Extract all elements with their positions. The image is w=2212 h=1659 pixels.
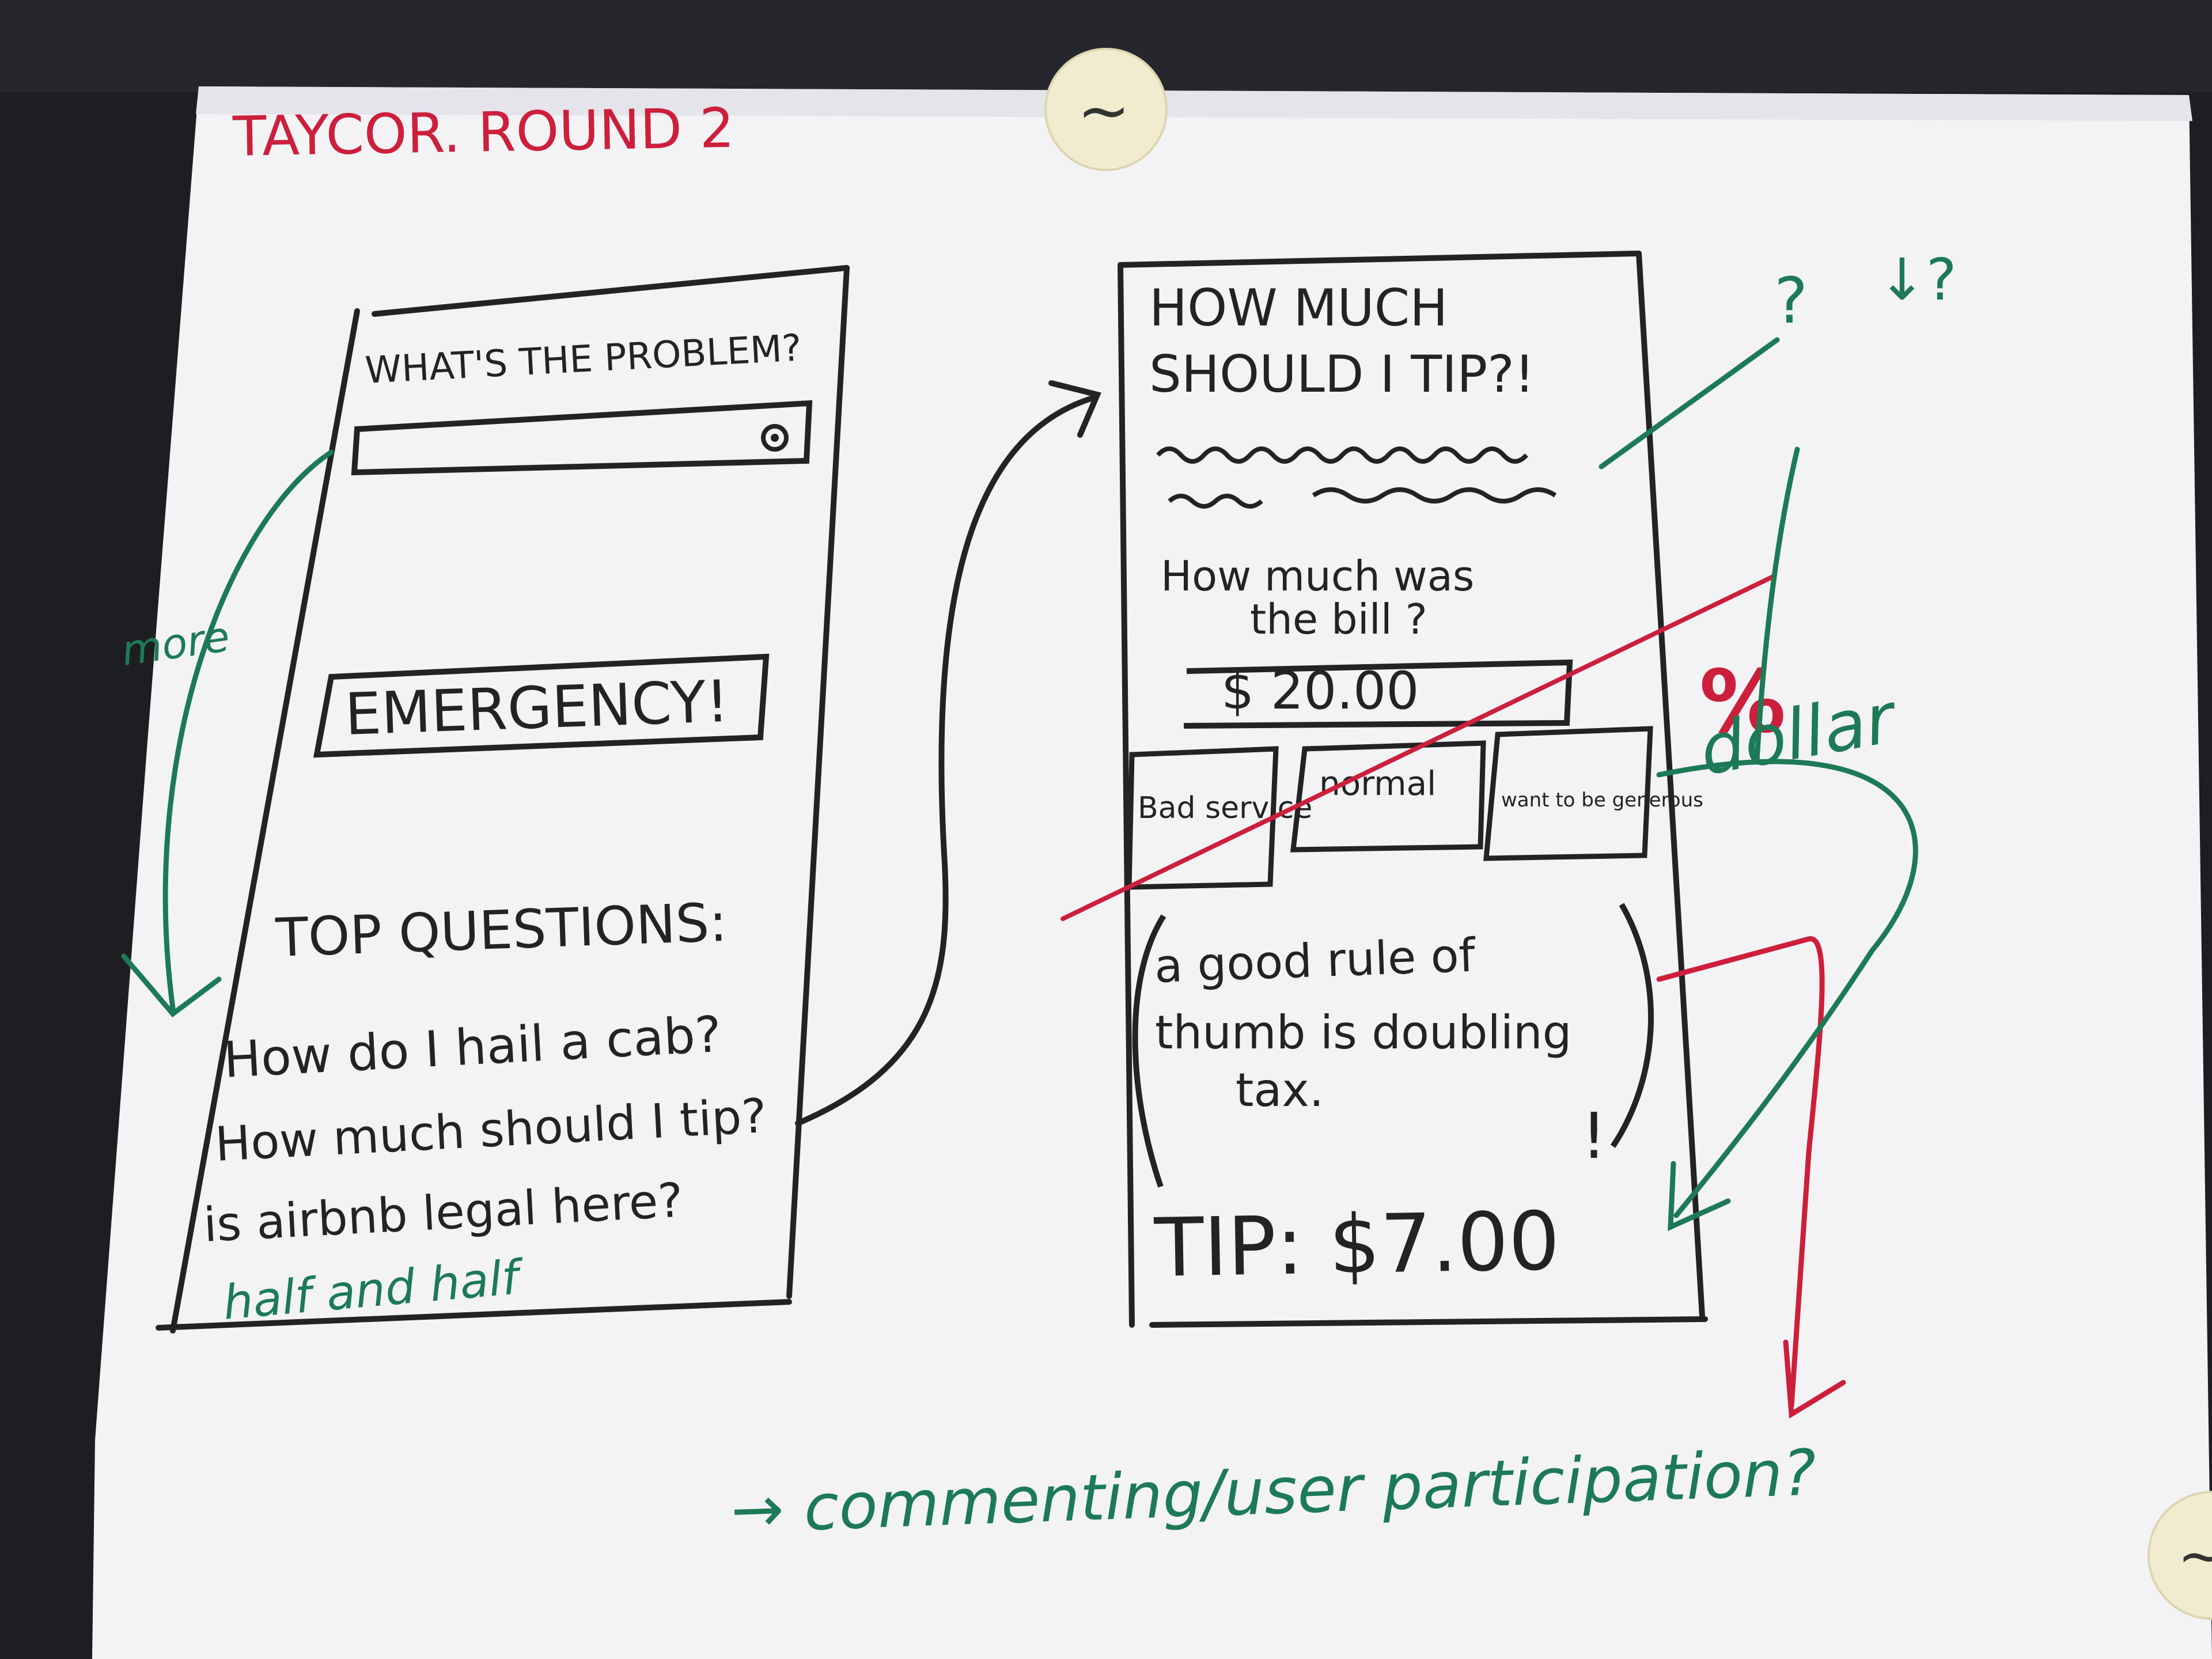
question-list: How do I hail a cab? How much should I t…: [202, 1006, 768, 1253]
bad-service-button[interactable]: Bad service: [1126, 746, 1312, 890]
rule-text-line1: a good rule of: [1153, 929, 1477, 993]
bill-prompt-line2: the bill ?: [1250, 595, 1427, 643]
search-input[interactable]: [351, 400, 813, 476]
screen2-title-line1: HOW MUCH: [1149, 278, 1448, 338]
red-strike-line: [1060, 574, 1777, 921]
mustache-icon: ~: [1077, 74, 1130, 147]
generous-button[interactable]: want to be generous: [1483, 726, 1703, 861]
bottom-sticker: ~: [2147, 1491, 2212, 1620]
rule-text-line3: tax.: [1236, 1063, 1324, 1117]
more-arrow: [162, 449, 334, 1011]
question-note: ?: [1774, 264, 1808, 338]
bill-prompt-line1: How much was: [1161, 552, 1474, 600]
top-sticker: ~: [1044, 48, 1168, 171]
search-icon[interactable]: [761, 424, 789, 452]
flow-arrow: [795, 395, 1097, 1126]
rule-text-line2: thumb is doubling: [1155, 1006, 1571, 1059]
bill-value: $ 20.00: [1221, 661, 1419, 721]
green-pointer: [1599, 337, 1780, 469]
rule-panel: a good rule of thumb is doubling tax. !: [1132, 903, 1654, 1188]
screen2-title-line2: SHOULD I TIP?!: [1149, 344, 1535, 404]
emergency-button[interactable]: EMERGENCY!: [313, 653, 770, 758]
emergency-label: EMERGENCY!: [344, 668, 730, 748]
generous-label: want to be generous: [1501, 789, 1703, 812]
red-flow-arrow: [1656, 936, 1825, 1408]
down-question-note: ↓?: [1878, 246, 1957, 313]
green-check: [1754, 446, 1800, 763]
scribble-line: [1168, 487, 1557, 509]
normal-label: normal: [1319, 764, 1436, 803]
green-flow-arrow-head: [1668, 1161, 1731, 1232]
percent-note: %: [1699, 652, 1786, 752]
paper-sheet: [92, 86, 2212, 1659]
scribble-line: [1156, 446, 1528, 464]
red-flow-arrow-head: [1783, 1339, 1846, 1419]
more-arrow-head: [121, 953, 222, 1018]
screen1-phone-frame: [156, 265, 850, 1334]
green-flow-arrow: [1656, 759, 1918, 1218]
paper-shadow: [196, 86, 2192, 121]
mustache-icon: ~: [2177, 1522, 2212, 1589]
sketch-title: TAYCOR. ROUND 2: [232, 97, 734, 169]
tip-result: TIP: $7.00: [1153, 1195, 1560, 1296]
flow-arrow-head: [1048, 380, 1101, 438]
exclamation-icon: !: [1581, 1099, 1607, 1173]
normal-button[interactable]: normal: [1290, 740, 1486, 853]
bill-input[interactable]: $ 20.00: [1183, 659, 1573, 729]
bad-service-label: Bad service: [1138, 791, 1312, 825]
service-options: Bad service normal want to be generous: [1126, 726, 1703, 890]
